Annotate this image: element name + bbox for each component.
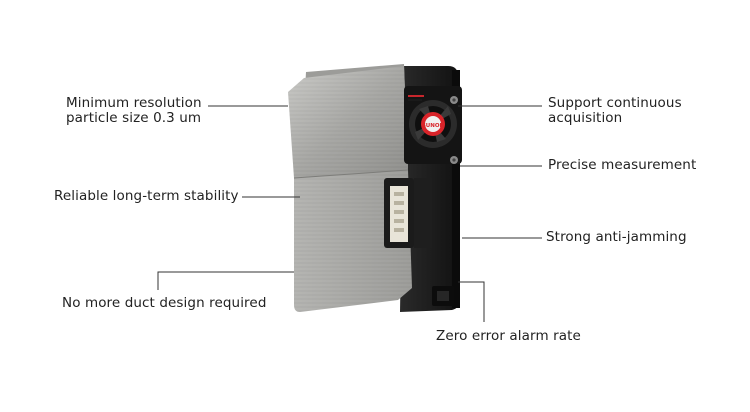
feature-label-stability: Reliable long-term stability (54, 188, 239, 204)
feature-label-precise: Precise measurement (548, 157, 697, 173)
leader-line-no-duct (157, 271, 294, 290)
feature-label-no-duct: No more duct design required (62, 295, 267, 311)
feature-label-continuous-line1: Support continuous (548, 95, 682, 111)
feature-label-zero-error: Zero error alarm rate (436, 328, 581, 344)
feature-label-resolution-line2: particle size 0.3 um (66, 110, 202, 126)
feature-label-continuous: Support continuous acquisition (548, 96, 682, 126)
feature-label-continuous-line2: acquisition (548, 110, 623, 126)
fan-brand-text: SUNON (422, 123, 445, 129)
feature-label-resolution: Minimum resolution particle size 0.3 um (66, 96, 202, 126)
leader-line-zero-error (458, 281, 485, 322)
feature-label-resolution-line1: Minimum resolution (66, 95, 202, 111)
feature-label-anti-jamming: Strong anti-jamming (546, 229, 687, 245)
housing-side-edge (452, 70, 460, 308)
